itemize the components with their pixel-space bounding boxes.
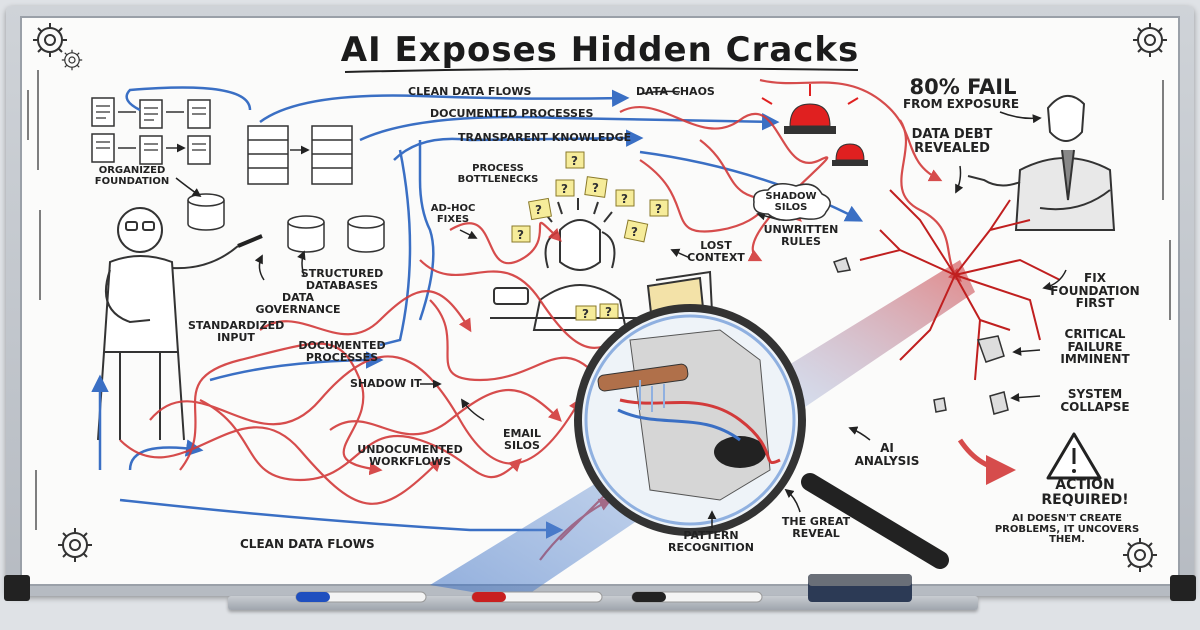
blue-flow-lines	[91, 86, 864, 539]
label-pattern-recognition: PATTERN RECOGNITION	[668, 529, 754, 554]
label-action-required: ACTION REQUIRED!	[1041, 477, 1129, 508]
magnifier-icon	[574, 304, 949, 569]
frame-corner-bottom-right	[1170, 575, 1196, 601]
rubble	[833, 257, 1009, 415]
svg-text:?: ?	[517, 228, 524, 242]
gear-icon	[61, 49, 83, 71]
label-system-collapse: SYSTEM COLLAPSE	[1060, 387, 1130, 414]
alarm-icon	[761, 84, 859, 134]
label-data-chaos: DATA CHAOS	[636, 85, 715, 98]
gear-icon	[58, 528, 92, 562]
label-clean-data-flows-bottom: CLEAN DATA FLOWS	[240, 537, 375, 551]
label-conclusion: AI DOESN'T CREATE PROBLEMS, IT UNCOVERS …	[994, 513, 1140, 545]
question-note-icon	[511, 151, 669, 321]
svg-text:?: ?	[571, 154, 578, 168]
presenter-figure	[97, 207, 263, 441]
label-unwritten-rules: UNWRITTEN RULES	[763, 223, 839, 248]
svg-text:?: ?	[582, 307, 589, 321]
svg-text:?: ?	[592, 181, 599, 195]
label-data-governance: DATA GOVERNANCE	[255, 291, 341, 316]
diagram-title: AI Exposes Hidden Cracks	[340, 30, 860, 70]
label-fix-foundation-first: FIX FOUNDATION FIRST	[1050, 271, 1140, 311]
crack-network	[859, 189, 1061, 381]
label-ai-analysis: AI ANALYSIS	[854, 441, 920, 468]
label-shadow-silos: SHADOW SILOS	[765, 191, 817, 213]
label-data-debt-revealed: DATA DEBT REVEALED	[911, 127, 993, 156]
marker-icon	[471, 591, 603, 603]
label-email-silos: EMAIL SILOS	[502, 427, 542, 452]
businessman-figure	[967, 95, 1116, 231]
label-undocumented-workflows: UNDOCUMENTED WORKFLOWS	[357, 443, 463, 468]
label-80-percent-fail: 80% FAIL	[909, 75, 1017, 99]
shadow-silos-cloud	[753, 183, 831, 221]
svg-text:?: ?	[605, 305, 612, 319]
label-structured-databases: STRUCTURED DATABASES	[300, 267, 384, 292]
marker-icon	[631, 591, 763, 603]
label-documented-processes-top: DOCUMENTED PROCESSES	[430, 107, 594, 120]
svg-text:?: ?	[631, 225, 638, 239]
alarm-icon	[832, 143, 868, 166]
svg-text:?: ?	[621, 192, 628, 206]
label-from-exposure: FROM EXPOSURE	[902, 97, 1020, 111]
svg-text:?: ?	[535, 203, 542, 217]
label-clean-data-flows-top: CLEAN DATA FLOWS	[408, 85, 532, 98]
gear-icon	[1123, 538, 1157, 572]
label-critical-failure: CRITICAL FAILURE IMMINENT	[1060, 327, 1130, 367]
eraser-icon	[808, 574, 912, 602]
warning-icon	[1046, 432, 1102, 480]
label-lost-context: LOST CONTEXT	[687, 239, 745, 264]
label-documented-processes-left: DOCUMENTED PROCESSES	[298, 339, 386, 364]
svg-text:?: ?	[655, 202, 662, 216]
marker-icon	[295, 591, 427, 603]
label-ad-hoc-fixes: AD-HOC FIXES	[430, 203, 476, 225]
label-shadow-it: SHADOW IT	[350, 377, 422, 390]
label-standardized-input: STANDARDIZED INPUT	[188, 319, 285, 344]
label-great-reveal: THE GREAT REVEAL	[781, 515, 851, 540]
circuit-trace	[27, 70, 1171, 530]
question-mark-glyphs: ??? ??? ????	[517, 154, 662, 321]
title-underline	[344, 67, 859, 73]
annotation-arrows	[175, 90, 1067, 528]
svg-text:?: ?	[561, 182, 568, 196]
gear-icon	[1133, 23, 1167, 57]
frame-corner-bottom-left	[4, 575, 30, 601]
label-transparent-knowledge: TRANSPARENT KNOWLEDGE	[458, 131, 632, 144]
label-organized-foundation: ORGANIZED FOUNDATION	[94, 165, 170, 187]
database-icon	[187, 193, 385, 253]
server-icon	[247, 125, 353, 185]
gear-icon	[33, 23, 67, 57]
document-icon	[91, 97, 211, 165]
label-process-bottlenecks: PROCESS BOTTLENECKS	[457, 163, 539, 185]
